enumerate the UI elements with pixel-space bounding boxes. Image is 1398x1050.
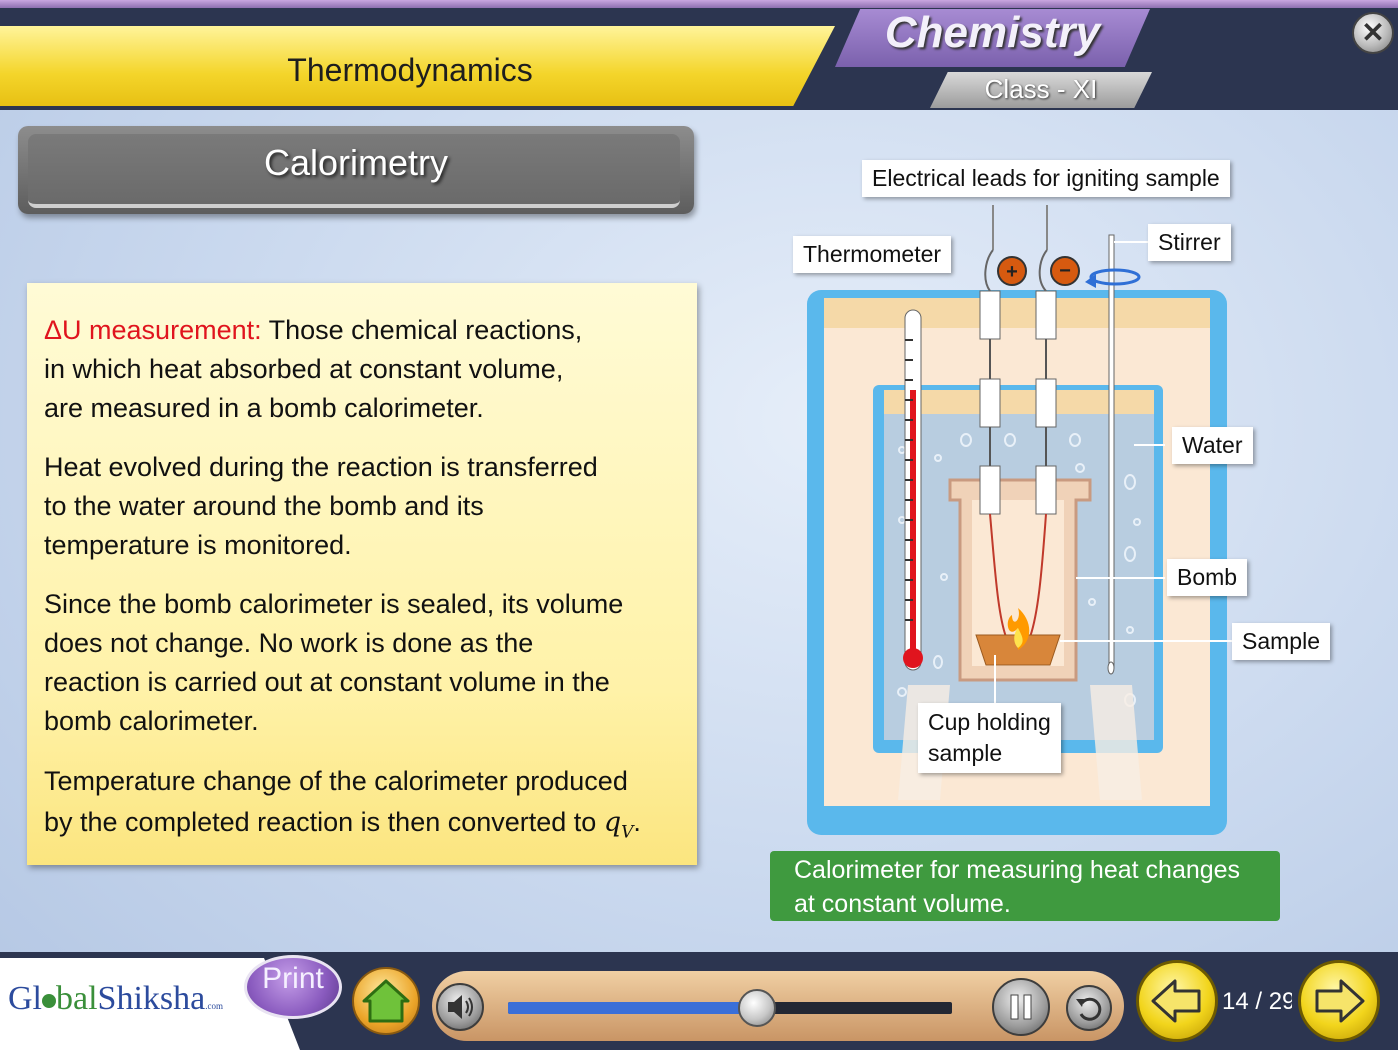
delta-u-heading: ΔU measurement: <box>44 315 262 345</box>
electrode-assembly <box>979 205 1057 515</box>
water-bubbles <box>897 433 1141 707</box>
next-page-button[interactable] <box>1298 960 1380 1042</box>
p2-line3: temperature is monitored. <box>44 530 352 560</box>
pause-button[interactable] <box>992 978 1050 1036</box>
class-label: Class - XI <box>984 74 1098 104</box>
p1-line1: Those chemical reactions, <box>261 315 583 345</box>
arrow-right-icon <box>1315 979 1365 1023</box>
arrow-left-icon <box>1151 979 1201 1023</box>
explanation-panel <box>27 283 697 865</box>
globe-icon <box>42 994 56 1009</box>
p1-line2: in which heat absorbed at constant volum… <box>44 354 564 384</box>
logo-suffix: .com <box>205 1001 223 1011</box>
bomb-calorimeter-diagram: + − <box>807 205 1240 835</box>
q-symbol: q <box>603 807 622 838</box>
p1-line3: are measured in a bomb calorimeter. <box>44 393 484 423</box>
sound-button[interactable] <box>436 983 484 1031</box>
label-stirrer: Stirrer <box>1148 224 1231 261</box>
label-thermometer: Thermometer <box>793 236 952 273</box>
label-cup-holding-sample: Cup holding sample <box>918 703 1061 773</box>
fuse-wire-left <box>989 513 1009 643</box>
logo-text-bal: bal <box>56 980 98 1017</box>
plus-sign: + <box>1006 261 1018 283</box>
fuse-wire-right <box>1027 513 1047 643</box>
label-sample: Sample <box>1232 623 1330 660</box>
replay-button[interactable] <box>1066 985 1112 1031</box>
thermometer-mercury <box>910 390 916 665</box>
p3-line4: bomb calorimeter. <box>44 706 259 736</box>
subject-banner <box>835 9 1150 67</box>
topic-banner <box>0 26 835 106</box>
jacket-lid <box>824 298 1210 328</box>
p3-line3: reaction is carried out at constant volu… <box>44 667 610 697</box>
close-icon: ✕ <box>1361 17 1385 48</box>
diagram-caption: Calorimeter for measuring heat changes a… <box>770 851 1280 921</box>
p2-line1: Heat evolved during the reaction is tran… <box>44 452 598 482</box>
speaker-icon <box>448 995 473 1019</box>
close-button[interactable]: ✕ <box>1352 12 1394 54</box>
subject-title: Chemistry <box>884 8 1101 57</box>
stirrer-rod <box>1108 234 1115 668</box>
negative-terminal-icon <box>1050 256 1080 286</box>
paragraph-heat-transfer: Heat evolved during the reaction is tran… <box>44 448 684 565</box>
label-electrical-leads: Electrical leads for igniting sample <box>862 160 1230 197</box>
class-banner <box>930 72 1152 108</box>
progress-fill <box>508 1002 757 1014</box>
p4-line2: by the completed reaction is then conver… <box>44 807 604 837</box>
section-title-inner <box>28 134 680 208</box>
paragraph-delta-u: ΔU measurement: Those chemical reactions… <box>44 311 684 428</box>
rotation-arrowhead <box>1085 274 1096 288</box>
p3-line1: Since the bomb calorimeter is sealed, it… <box>44 589 624 619</box>
print-button[interactable] <box>244 955 342 1019</box>
rotation-arrow-icon <box>1089 268 1141 286</box>
replay-icon <box>1076 997 1102 1021</box>
section-title: Calorimetry <box>263 142 449 183</box>
label-cup-line2: sample <box>928 740 1003 766</box>
support-leg-right <box>1090 685 1142 800</box>
flame-core <box>1014 628 1023 648</box>
label-water: Water <box>1172 427 1253 464</box>
p2-line2: to the water around the bomb and its <box>44 491 484 521</box>
home-button[interactable] <box>352 967 420 1035</box>
topic-title: Thermodynamics <box>287 52 533 88</box>
caption-line2: at constant volume. <box>794 890 1011 918</box>
logo-text-gl: Gl <box>8 980 42 1017</box>
label-leader-lines <box>994 241 1240 705</box>
stirrer-tip <box>1107 661 1115 675</box>
p4-line1: Temperature change of the calorimeter pr… <box>44 766 628 796</box>
progress-slider-thumb[interactable] <box>737 989 776 1027</box>
minus-sign: − <box>1059 260 1071 282</box>
label-cup-line1: Cup holding <box>928 709 1051 735</box>
p3-line2: does not change. No work is done as the <box>44 628 534 658</box>
pause-icon <box>1010 994 1032 1020</box>
logo-text-shiksha: Shiksha <box>97 980 206 1017</box>
header-top-strip <box>0 0 1398 8</box>
paragraph-constant-volume: Since the bomb calorimeter is sealed, it… <box>44 585 684 741</box>
q-subscript: V <box>621 822 634 843</box>
paragraph-temperature-change: Temperature change of the calorimeter pr… <box>44 761 684 853</box>
caption-line1: Calorimeter for measuring heat changes <box>794 856 1241 884</box>
thermometer-bulb <box>903 648 923 668</box>
positive-terminal-icon <box>997 256 1027 286</box>
thermometer-scale <box>905 339 913 621</box>
p4-end: . <box>633 807 641 837</box>
home-icon <box>362 979 410 1023</box>
page-counter: 14 / 29 <box>1222 988 1292 1015</box>
previous-page-button[interactable] <box>1136 960 1218 1042</box>
label-bomb: Bomb <box>1167 559 1248 596</box>
print-label: Print <box>262 962 324 995</box>
